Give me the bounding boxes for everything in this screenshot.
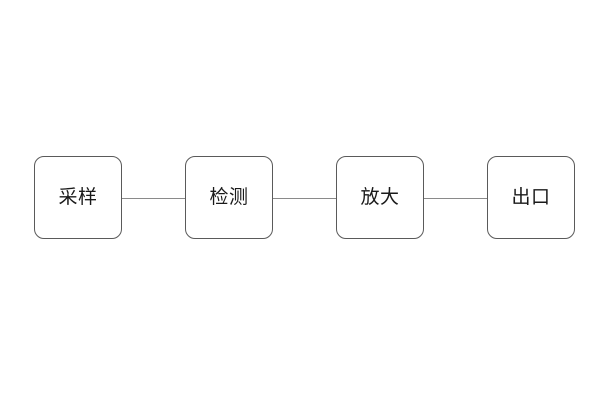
flow-node-label-detection: 检测	[209, 186, 249, 208]
flow-node-detection[interactable]: 检测	[185, 156, 273, 239]
flow-node-label-output: 出口	[511, 186, 551, 208]
flow-node-label-amplification: 放大	[360, 186, 400, 208]
flow-node-sampling[interactable]: 采样	[34, 156, 122, 239]
flow-node-label-sampling: 采样	[58, 186, 98, 208]
connector-amplification-to-output	[424, 198, 487, 199]
connector-sampling-to-detection	[122, 198, 185, 199]
flow-node-output[interactable]: 出口	[487, 156, 575, 239]
flow-node-amplification[interactable]: 放大	[336, 156, 424, 239]
connector-detection-to-amplification	[273, 198, 336, 199]
